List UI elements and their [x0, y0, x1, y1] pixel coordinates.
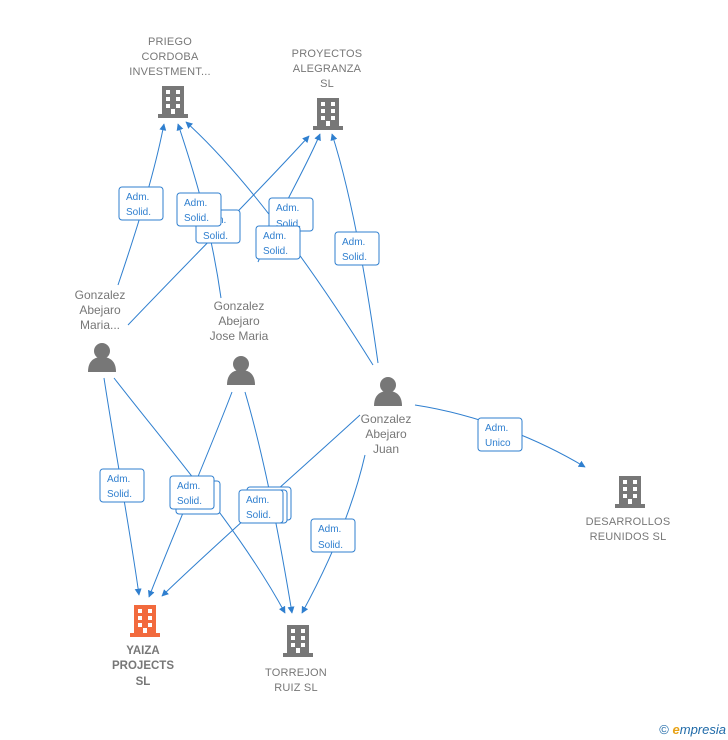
building-icon — [283, 625, 313, 657]
brand-logo-text: mpresia — [679, 722, 726, 737]
person-name: Abejaro — [79, 303, 121, 317]
person-name: Gonzalez — [361, 412, 412, 426]
person-name: Abejaro — [365, 427, 407, 441]
company-name: PROYECTOS — [292, 48, 363, 60]
edge-label-adm-solid[interactable]: Adm. Solid. — [169, 475, 215, 510]
svg-text:Adm.: Adm. — [184, 198, 207, 209]
edge-label-adm-solid[interactable]: Adm. Solid. — [238, 489, 284, 524]
edge-label-adm-solid[interactable]: Adm. Solid. — [99, 468, 145, 503]
node-person-juan[interactable]: Gonzalez Abejaro Juan — [361, 377, 412, 456]
company-name: ALEGRANZA — [293, 63, 362, 75]
node-person-maria[interactable]: Gonzalez Abejaro Maria... — [75, 288, 126, 372]
person-name: Gonzalez — [75, 288, 126, 302]
node-proyectos-alegranza[interactable]: PROYECTOS ALEGRANZA SL — [292, 48, 363, 130]
edge-label-adm-solid[interactable]: Adm. Solid. — [268, 197, 314, 232]
svg-text:Adm.: Adm. — [263, 231, 286, 242]
node-desarrollos-reunidos[interactable]: DESARROLLOS REUNIDOS SL — [586, 476, 671, 543]
building-icon — [313, 98, 343, 130]
svg-text:Solid.: Solid. — [246, 510, 271, 521]
building-icon — [615, 476, 645, 508]
svg-text:Adm.: Adm. — [276, 203, 299, 214]
person-name: Gonzalez — [214, 299, 265, 313]
edge-label-adm-solid[interactable]: Adm. Solid. — [255, 225, 301, 260]
svg-text:Solid.: Solid. — [107, 489, 132, 500]
person-name: Jose Maria — [210, 329, 269, 343]
svg-text:Solid.: Solid. — [184, 213, 209, 224]
company-name: YAIZA — [126, 645, 159, 657]
company-name: DESARROLLOS — [586, 516, 671, 528]
company-name: SL — [136, 676, 151, 688]
svg-text:Unico: Unico — [485, 438, 511, 449]
svg-text:Solid.: Solid. — [126, 207, 151, 218]
company-name: CORDOBA — [141, 51, 198, 63]
person-icon — [227, 356, 255, 385]
person-name: Abejaro — [218, 314, 260, 328]
node-yaiza-projects[interactable]: YAIZA PROJECTS SL — [112, 605, 174, 688]
svg-text:Adm.: Adm. — [318, 524, 341, 535]
company-name: REUNIDOS SL — [590, 531, 667, 543]
company-name: INVESTMENT... — [129, 66, 210, 78]
node-person-jose-maria[interactable]: Gonzalez Abejaro Jose Maria — [210, 299, 269, 385]
person-icon — [374, 377, 402, 406]
building-icon — [130, 605, 160, 637]
person-icon — [88, 343, 116, 372]
footer-brand[interactable]: © empresia — [659, 722, 726, 737]
edge-label-adm-solid[interactable]: Adm. Solid. — [176, 192, 222, 227]
building-icon — [158, 86, 188, 118]
svg-text:Adm.: Adm. — [485, 423, 508, 434]
company-name: TORREJON — [265, 667, 327, 679]
node-torrejon-ruiz[interactable]: TORREJON RUIZ SL — [265, 625, 327, 694]
svg-text:Solid.: Solid. — [342, 252, 367, 263]
node-priego-cordoba[interactable]: PRIEGO CORDOBA INVESTMENT... — [129, 36, 211, 118]
svg-text:Solid.: Solid. — [263, 246, 288, 257]
person-name: Juan — [373, 442, 399, 456]
company-name: PRIEGO — [148, 36, 192, 48]
svg-text:Solid.: Solid. — [203, 231, 228, 242]
edge-label-adm-solid[interactable]: Adm. Solid. — [310, 518, 356, 553]
edge-label-adm-solid[interactable]: Adm. Solid. — [118, 186, 164, 221]
copyright-symbol: © — [659, 722, 669, 737]
svg-text:Adm.: Adm. — [126, 192, 149, 203]
svg-text:Adm.: Adm. — [107, 474, 130, 485]
edge-labels: Adm. Solid. Adm. Solid. Adm. Solid. Adm.… — [99, 186, 523, 553]
person-name: Maria... — [80, 318, 120, 332]
brand-logo-initial: e — [672, 722, 680, 737]
svg-text:Adm.: Adm. — [246, 495, 269, 506]
svg-text:Solid.: Solid. — [276, 219, 301, 230]
company-name: RUIZ SL — [274, 682, 318, 694]
svg-text:Solid.: Solid. — [177, 496, 202, 507]
svg-text:Adm.: Adm. — [342, 237, 365, 248]
edge-label-adm-solid[interactable]: Adm. Solid. — [334, 231, 380, 266]
svg-text:Adm.: Adm. — [177, 481, 200, 492]
svg-text:Solid.: Solid. — [318, 540, 343, 551]
edge-label-adm-unico[interactable]: Adm. Unico — [477, 417, 523, 452]
company-name: PROJECTS — [112, 660, 174, 672]
company-name: SL — [320, 78, 334, 90]
